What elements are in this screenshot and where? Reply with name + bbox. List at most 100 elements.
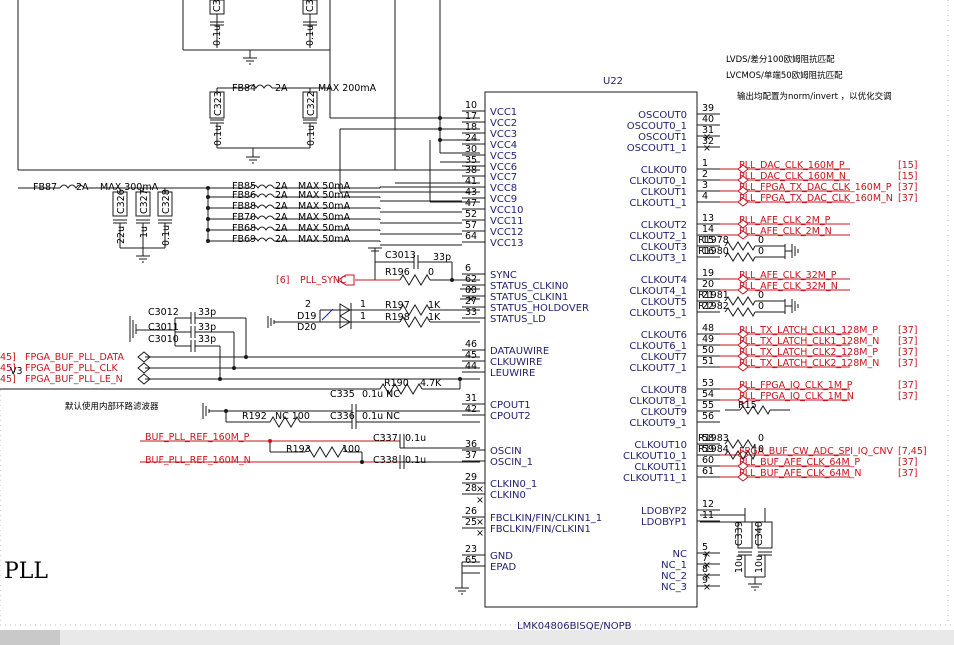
c326-val: 22u bbox=[116, 226, 127, 244]
r197-ref: R197 bbox=[385, 300, 410, 311]
left-pin-num: 30 bbox=[465, 144, 477, 155]
right-pin-num: 58 bbox=[702, 433, 714, 444]
net-data-ref: 45] bbox=[0, 352, 16, 363]
note-default-filter: 默认使用内部环路滤波器 bbox=[65, 401, 159, 412]
left-pin-name: VCC1 bbox=[490, 107, 517, 118]
net-clk: FPGA_BUF_PLL_CLK bbox=[25, 363, 118, 374]
fb-ref: FB88 bbox=[232, 201, 256, 212]
c336-val: 0.1u NC bbox=[362, 411, 400, 422]
fb-val: 2A bbox=[275, 181, 288, 192]
left-pin-num: 44 bbox=[465, 361, 477, 372]
right-net: PLL_BUF_AFE_CLK_64M_P[37] bbox=[720, 457, 918, 471]
right-net: PLL_FPGA_IQ_CLK_1M_N[37] bbox=[720, 391, 918, 405]
right-pin-name: CLKOUT7 bbox=[641, 352, 687, 363]
right-pin-num: 53 bbox=[702, 378, 714, 389]
left-pin-name: DATAUWIRE bbox=[490, 346, 549, 357]
r1982-ref: R1982 bbox=[698, 301, 729, 312]
left-pin-name: CLKUWIRE bbox=[490, 357, 542, 368]
right-pin-num: 31 bbox=[702, 125, 714, 136]
right-net-ref: [37] bbox=[898, 391, 918, 402]
left-pin-num: 24 bbox=[465, 133, 477, 144]
right-pin-num: 20 bbox=[702, 279, 714, 290]
led-pin2: 2 bbox=[305, 299, 311, 310]
fb-max: MAX 50mA bbox=[298, 201, 351, 212]
right-pin-num: 21 bbox=[702, 290, 714, 301]
right-pin-num: 1 bbox=[702, 158, 708, 169]
right-pin-num: 12 bbox=[702, 499, 714, 510]
svg-text:×: × bbox=[467, 294, 475, 305]
r1978-ref: R1978 bbox=[698, 235, 729, 246]
c3012-val: 33p bbox=[198, 307, 216, 318]
right-net-label: PLL_TX_LATCH_CLK2_128M_N bbox=[739, 358, 879, 369]
note-output-cfg: 输出均配置为norm/invert ，以优化交调 bbox=[737, 91, 892, 102]
left-pin-name: GND bbox=[490, 551, 513, 562]
right-net-label: PLL_FPGA_TX_DAC_CLK_160M_N bbox=[739, 193, 893, 204]
fb-ref: FB68 bbox=[232, 223, 256, 234]
c3013-val: 33p bbox=[433, 252, 451, 263]
svg-text:×: × bbox=[703, 560, 711, 571]
right-pin-num: 61 bbox=[702, 466, 714, 477]
svg-text:×: × bbox=[476, 484, 484, 495]
c328-val: 0.1u bbox=[161, 225, 172, 246]
svg-text:×: × bbox=[703, 143, 711, 154]
right-pin-num: 49 bbox=[702, 334, 714, 345]
left-pin-name: VCC7 bbox=[490, 172, 517, 183]
horizontal-scrollbar-thumb[interactable] bbox=[0, 630, 60, 645]
right-pin-name: CLKOUT3 bbox=[641, 242, 687, 253]
left-pin-num: 36 bbox=[465, 439, 477, 450]
right-pin-name: CLKOUT4 bbox=[641, 275, 687, 286]
left-pins: 10VCC117VCC218VCC324VCC430VCC535VCC638VC… bbox=[462, 100, 602, 573]
svg-text:×: × bbox=[703, 549, 711, 560]
left-pin-num: 29 bbox=[465, 472, 477, 483]
chip-body bbox=[484, 91, 698, 608]
left-pin-num: 17 bbox=[465, 111, 477, 122]
right-pin-num: 55 bbox=[702, 400, 714, 411]
right-net-label: PLL_TX_LATCH_CLK1_128M_N bbox=[739, 336, 879, 347]
left-pin-name: VCC3 bbox=[490, 129, 517, 140]
c335-ref: C335 bbox=[330, 389, 355, 400]
left-pin-num: 42 bbox=[465, 404, 477, 415]
horizontal-scrollbar[interactable] bbox=[0, 630, 954, 645]
fb-val: 2A bbox=[275, 223, 288, 234]
right-pin-num: 50 bbox=[702, 345, 714, 356]
right-pin-num: 3 bbox=[702, 180, 708, 191]
left-pin-name: FBCLKIN/FIN/CLKIN1_1 bbox=[490, 513, 602, 524]
right-pin-num: 15 bbox=[702, 235, 714, 246]
right-pin-name: NC_2 bbox=[661, 571, 687, 582]
sync-wiring: ×× bbox=[0, 247, 484, 595]
c327-ref: C327 bbox=[139, 189, 150, 214]
left-pin-num: 18 bbox=[465, 122, 477, 133]
left-pin-name: VCC9 bbox=[490, 194, 517, 205]
right-net-label: PLL_AFE_CLK_2M_P bbox=[739, 215, 831, 226]
left-pin-num: 57 bbox=[465, 220, 477, 231]
left-pin-num: 25 bbox=[465, 517, 477, 528]
left-pin-name: CLKIN0 bbox=[490, 490, 526, 501]
fb-max: MAX 50mA bbox=[298, 223, 351, 234]
right-pin-num: 54 bbox=[702, 389, 714, 400]
c-top-val1: 0.1u bbox=[212, 25, 223, 46]
right-net-label: PLL_DAC_CLK_160M_N bbox=[739, 171, 846, 182]
right-pin-num: 19 bbox=[702, 268, 714, 279]
left-pin-name: OSCIN_1 bbox=[490, 457, 533, 468]
net-data: FPGA_BUF_PLL_DATA bbox=[25, 352, 125, 363]
right-wiring: PLL_DAC_CLK_160M_P[15]PLL_DAC_CLK_160M_N… bbox=[720, 160, 927, 482]
left-pin-name: VCC5 bbox=[490, 151, 517, 162]
r198-ref: R198 bbox=[385, 312, 410, 323]
r1981-ref: R1981 bbox=[698, 290, 729, 301]
right-net-label: PLL_FPGA_IQ_CLK_1M_P bbox=[739, 380, 853, 391]
left-pin-num: 28 bbox=[465, 483, 477, 494]
right-pin-name: CLKOUT1 bbox=[641, 187, 687, 198]
right-pin-num: 9 bbox=[702, 575, 708, 586]
right-pin-num: 51 bbox=[702, 356, 714, 367]
fb-max: MAX 50mA bbox=[298, 181, 351, 192]
right-net-ref: [15] bbox=[898, 171, 918, 182]
fb87-ref: FB87 bbox=[33, 182, 57, 193]
fb84-val: 2A bbox=[275, 83, 288, 94]
right-net: PLL_FPGA_TX_DAC_CLK_160M_P[37] bbox=[720, 182, 918, 196]
right-pin-name: OSCOUT0 bbox=[638, 110, 687, 121]
fb-val: 2A bbox=[275, 190, 288, 201]
